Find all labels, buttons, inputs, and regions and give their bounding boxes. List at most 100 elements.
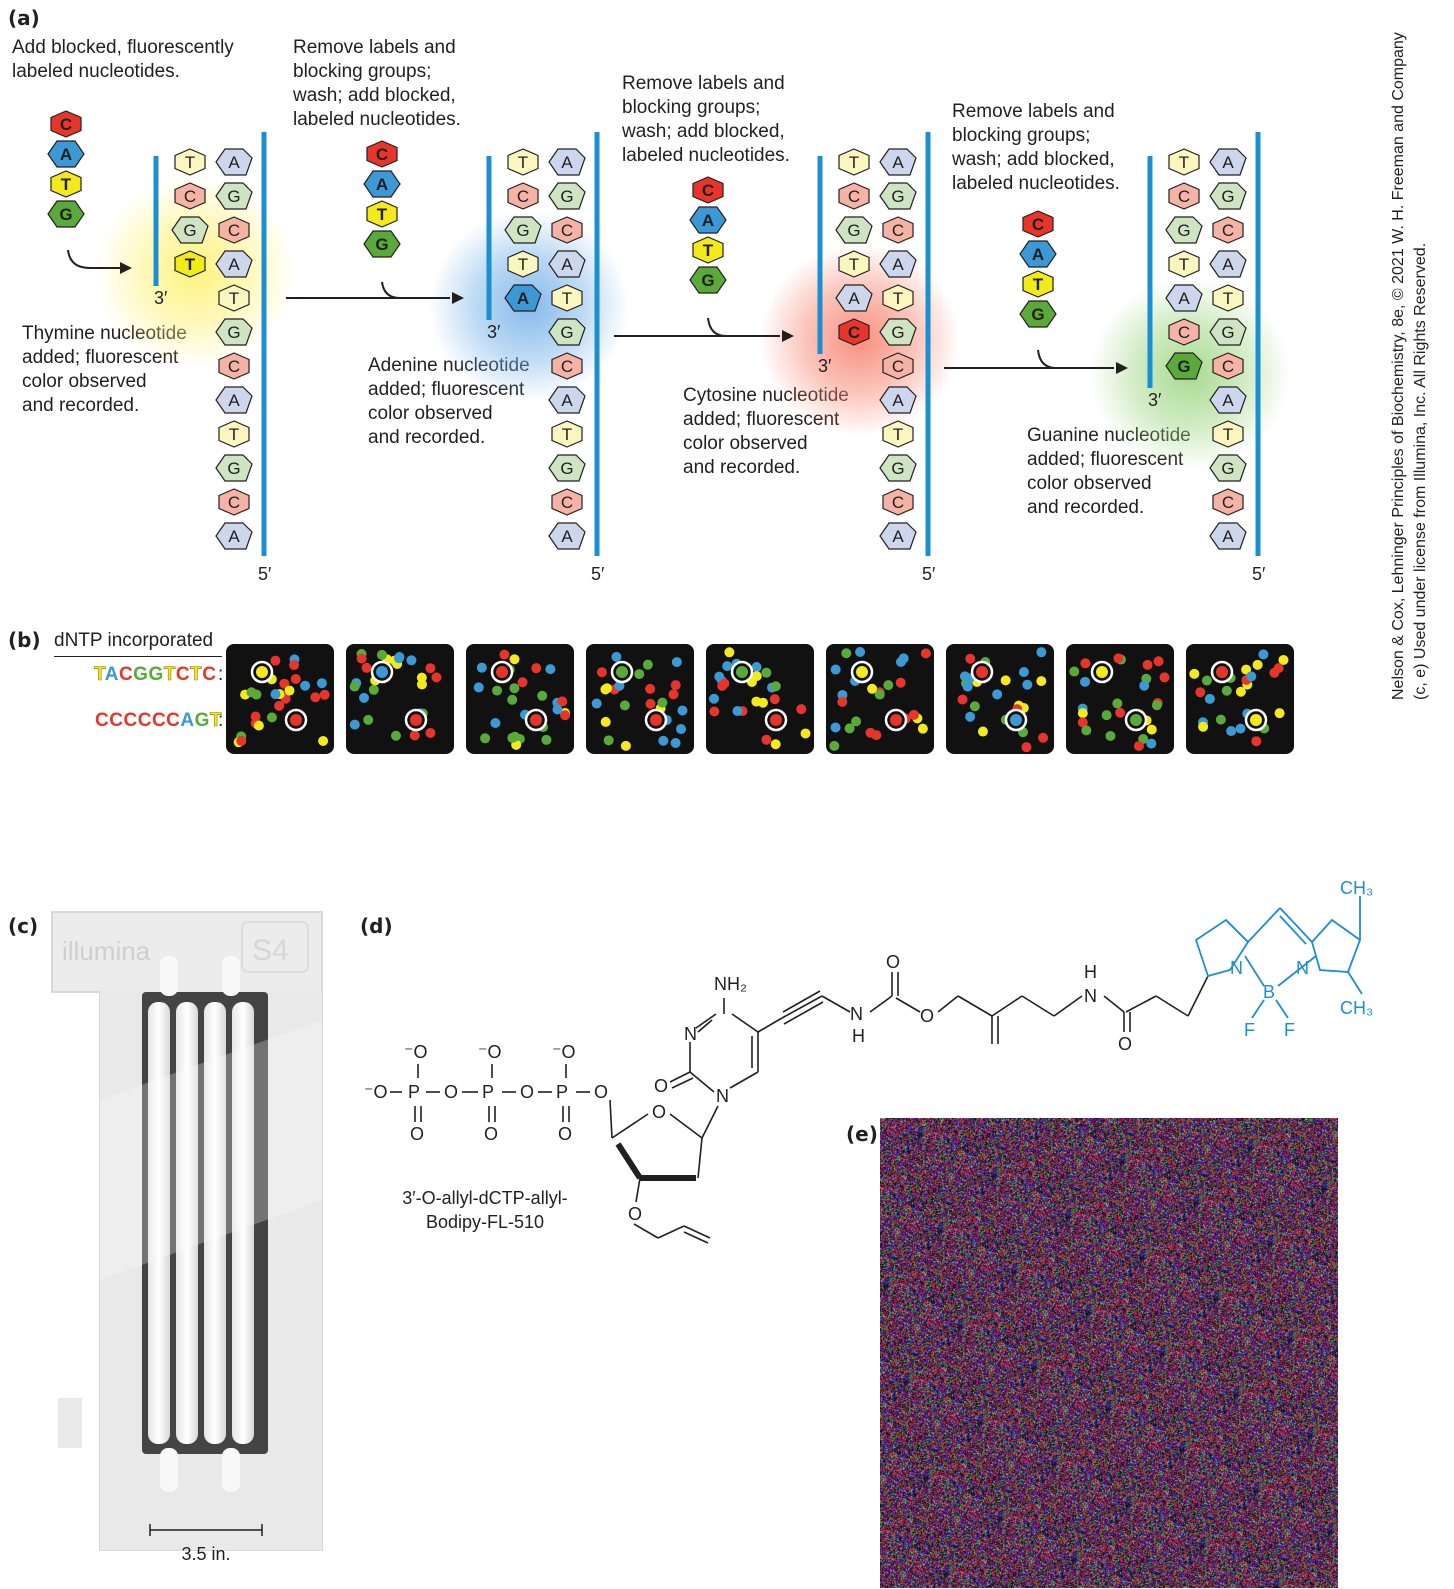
nucleotide-G [1209,182,1247,210]
nucleotide-label: G [847,221,860,240]
nucleotide-label: G [516,221,529,240]
nucleotide-T [174,250,206,278]
atom-o6: O [594,1082,608,1102]
nucleotide-label: A [376,175,388,194]
nucleotide-G [1165,216,1203,244]
atom-o-amide: O [1118,1034,1132,1054]
five-prime-label: 5′ [1252,564,1266,584]
nucleotide-C [551,352,583,380]
nucleotide-G [689,266,727,294]
seq1-base: C [202,664,217,685]
nucleotide-label: A [1222,153,1234,172]
atom-o-minus-1: ⁻O [364,1082,388,1102]
nucleotide-label: C [60,115,72,134]
nucleotide-T [838,148,870,176]
nucleotide-label: C [848,187,860,206]
dctp-structure: ⁻O P ⁻O O O P ⁻O O O P ⁻O O O O O N O N … [364,878,1373,1244]
atom-o-allyl: O [628,1204,642,1224]
nucleotide-label: G [59,205,72,224]
nucleotide-label: G [227,187,240,206]
nucleotide-C [551,216,583,244]
nucleotide-T [218,420,250,448]
nucleotide-C [882,352,914,380]
nucleotide-label: G [891,459,904,478]
nucleotide-label: T [185,153,195,172]
nucleotide-C [838,318,870,346]
nucleotide-G [215,182,253,210]
seq1-base: C [118,664,134,685]
nucleotide-label: C [228,221,240,240]
caption-step-2: Remove labels and blocking groups; wash;… [293,37,461,130]
nucleotide-G [1019,300,1057,328]
nucleotide-label: T [1223,289,1233,308]
seq1-base: T [163,664,176,686]
nucleotide-label: T [229,289,239,308]
atom-o-ring: O [652,1102,666,1122]
nucleotide-T [507,250,539,278]
nucleotide-G [215,454,253,482]
atom-f1: F [1244,1020,1255,1040]
atom-n-carbamate: N [850,1004,863,1024]
nucleotide-label: A [228,255,240,274]
seq2-base: C [123,710,138,731]
panel-b-label: (b) [8,628,41,652]
nucleotide-label: T [893,425,903,444]
atom-o-carbonyl: O [654,1076,668,1096]
panel-a-label: (a) [8,6,40,30]
nucleotide-A [689,206,727,234]
nucleotide-label: A [228,153,240,172]
seq2-base: C [95,710,110,731]
caption-step-3: Remove labels and blocking groups; wash;… [622,73,790,166]
nucleotide-label: G [1177,357,1190,376]
atom-o5: O [558,1124,572,1144]
nucleotide-G [879,182,917,210]
nucleotide-G [879,318,917,346]
nucleotide-C [366,140,398,168]
seq1-base: C [175,664,191,685]
nucleotide-label: T [1223,425,1233,444]
atom-p3: P [556,1082,568,1102]
nucleotide-T [1212,420,1244,448]
five-prime-label: 5′ [922,564,936,584]
nucleotide-label: C [561,221,573,240]
nucleotide-C [218,216,250,244]
nucleotide-A [1165,284,1203,312]
brand-label: illumina [62,936,151,966]
scale-label: 3.5 in. [181,1544,230,1564]
nucleotide-label: A [1222,255,1234,274]
nucleotide-label: C [228,357,240,376]
nucleotide-G [548,454,586,482]
nucleotide-A [215,522,253,550]
atom-o3: O [484,1124,498,1144]
nucleotide-G [1209,318,1247,346]
nucleotide-A [548,148,586,176]
nucleotide-label: C [561,357,573,376]
nucleotide-label: A [892,391,904,410]
nucleotide-label: C [228,493,240,512]
nucleotide-label: T [849,255,859,274]
nucleotide-label: C [892,493,904,512]
nucleotide-label: G [1221,323,1234,342]
three-prime-label: 3′ [818,356,832,376]
seq2-base: C [137,710,152,731]
nucleotide-label: C [517,187,529,206]
nucleotide-label: A [228,527,240,546]
nucleotide-label: A [892,153,904,172]
nucleotide-A [47,140,85,168]
atom-boron: B [1263,982,1275,1002]
atom-ch3-bottom: CH₃ [1340,998,1373,1018]
nucleotide-label: T [518,153,528,172]
nucleotide-A [879,148,917,176]
nucleotide-C [174,182,206,210]
molecule-name: 3′-O-allyl-dCTP-allyl- Bodipy-FL-510 [402,1188,568,1232]
nucleotide-T [692,236,724,264]
sequence-1-colon: : [218,664,224,685]
header-rule [54,656,222,657]
cluster-image [1186,644,1294,754]
nucleotide-A [548,386,586,414]
flow-cell-images [226,644,1294,754]
fluorescence-image [880,1118,1338,1588]
nucleotide-T [882,284,914,312]
seq2-base: C [151,710,167,731]
model-label: S4 [252,934,289,967]
